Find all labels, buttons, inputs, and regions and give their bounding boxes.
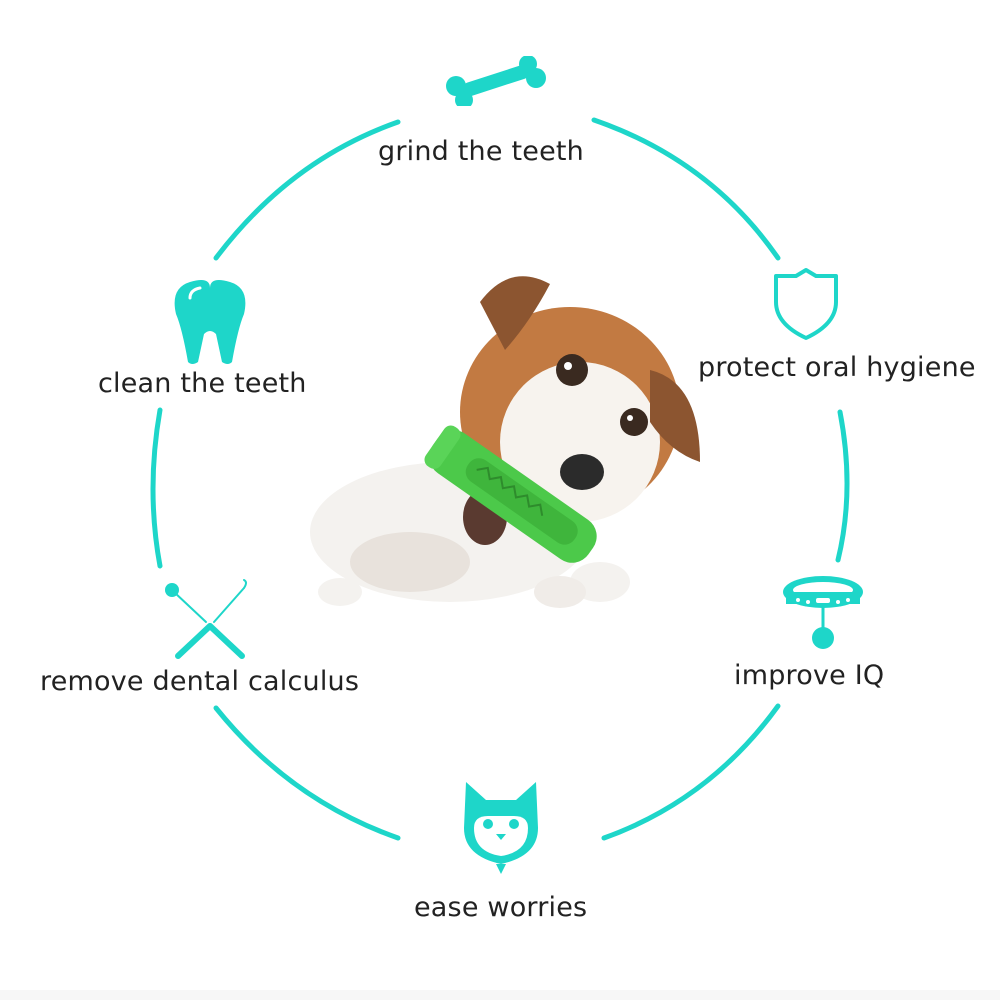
collar-icon [783,576,863,649]
ring-arc-bottom-left [213,705,401,841]
dog-with-chew-toy-image [310,276,700,608]
shield-icon [774,268,838,340]
tooth-icon [174,280,246,364]
shiba-face-icon [464,782,538,874]
bone-icon [446,56,546,106]
benefit-label-ease: ease worries [414,892,588,923]
benefit-label-clean: clean the teeth [98,368,307,399]
dental-tools-icon [165,579,247,659]
ring-arc-bottom-right [601,703,781,841]
ring-arc-top-left [213,119,401,261]
benefit-label-calculus: remove dental calculus [40,666,360,697]
ring-arc-top-right [591,117,781,261]
benefit-label-grind: grind the teeth [378,136,584,167]
bottom-strip [0,990,1000,1000]
benefit-label-iq: improve IQ [734,660,885,691]
ring-arc-left [150,407,163,569]
ring-arc-right [835,409,850,563]
benefit-label-protect: protect oral hygiene [698,352,976,383]
